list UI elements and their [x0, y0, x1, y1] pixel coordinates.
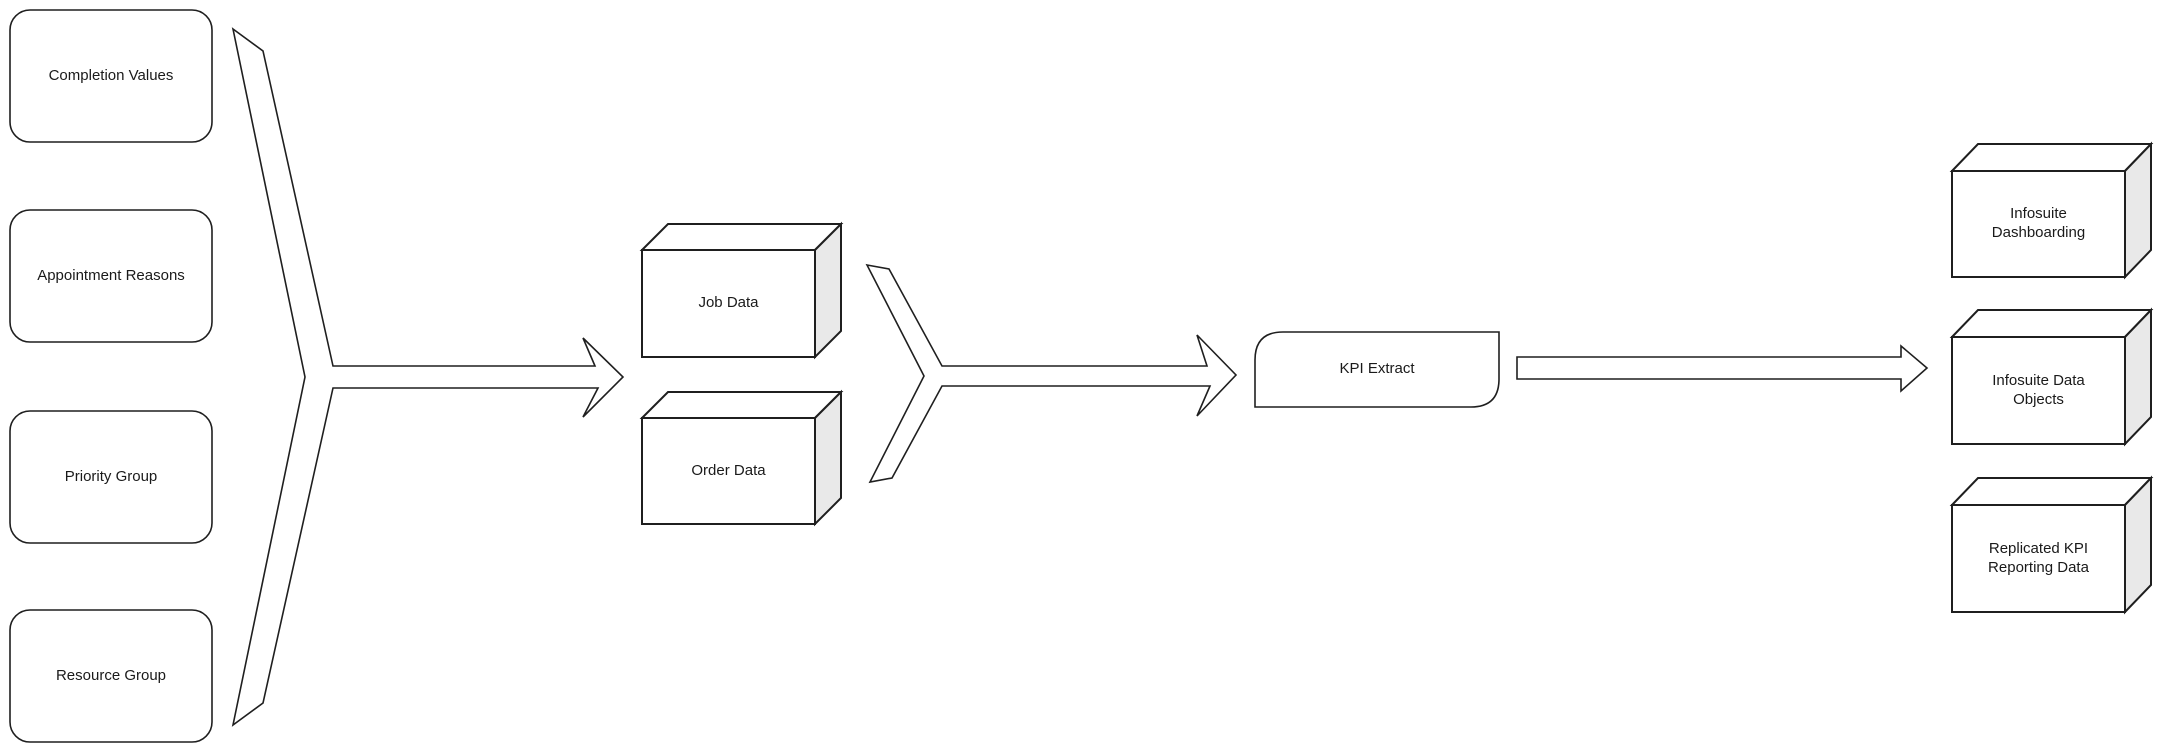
label-replicated-kpi-reporting-data: Replicated KPI Reporting Data	[1952, 505, 2125, 612]
process-kpi-extract	[1254, 331, 1500, 408]
merge-arrow-sources-to-staging	[231, 27, 625, 727]
label-replicated-kpi-reporting-data-text: Replicated KPI Reporting Data	[1988, 539, 2089, 576]
source-box-resource-group	[9, 609, 213, 743]
label-resource-group: Resource Group	[55, 666, 167, 684]
source-box-priority-group	[9, 410, 213, 544]
label-infosuite-dashboarding: Infosuite Dashboarding	[1952, 171, 2125, 277]
label-order-data: Order Data	[691, 461, 766, 479]
arrow-kpi-to-targets	[1516, 344, 1929, 393]
label-appointment-reasons: Appointment Reasons	[37, 266, 185, 284]
label-kpi-extract: KPI Extract	[1339, 360, 1415, 378]
cube-order-data	[639, 389, 844, 527]
cube-replicated-kpi-reporting-data	[1949, 475, 2154, 615]
source-box-completion-values	[9, 9, 213, 143]
label-infosuite-data-objects-text: Infosuite Data Objects	[1992, 371, 2085, 408]
cube-infosuite-data-objects	[1949, 307, 2154, 447]
label-infosuite-dashboarding-text: Infosuite Dashboarding	[1991, 205, 2086, 241]
merge-arrow-staging-to-kpi	[865, 263, 1238, 484]
label-completion-values: Completion Values	[48, 66, 174, 84]
source-box-appointment-reasons	[9, 209, 213, 343]
cube-job-data	[639, 221, 844, 360]
label-priority-group: Priority Group	[64, 467, 158, 485]
label-infosuite-data-objects: Infosuite Data Objects	[1952, 337, 2125, 444]
cube-infosuite-dashboarding	[1949, 141, 2154, 280]
label-job-data: Job Data	[698, 294, 759, 312]
